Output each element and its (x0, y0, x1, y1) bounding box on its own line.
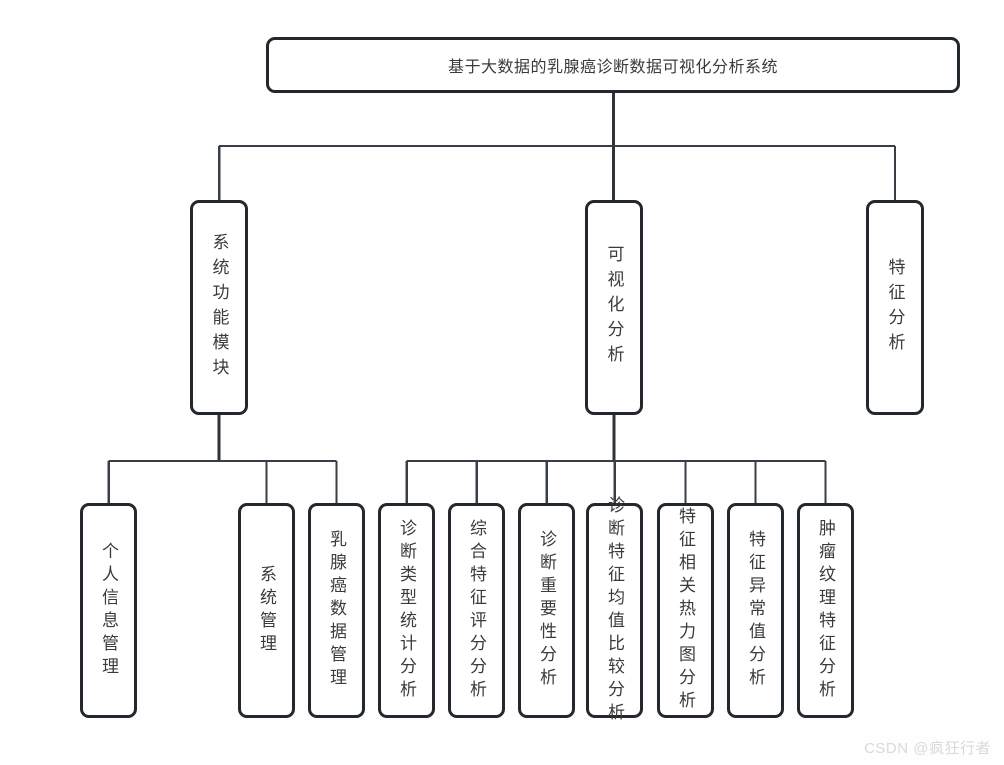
leaf-node-label: 特征相关热力图分析 (676, 507, 695, 714)
leaf-node-diagnosis-importance: 诊断重要性分析 (518, 503, 575, 718)
leaf-node-diagnosis-feature-mean-comparison: 诊断特征均值比较分析 (586, 496, 643, 726)
leaf-node-comprehensive-feature-score: 综合特征评分分析 (448, 503, 505, 718)
leaf-node-system-management: 系统管理 (238, 503, 295, 718)
branch-node-label: 系统功能模块 (209, 232, 229, 383)
leaf-node-label: 乳腺癌数据管理 (327, 530, 346, 691)
branch-node-label: 特征分析 (885, 257, 905, 358)
branch-node-system-function-module: 系统功能模块 (190, 200, 248, 415)
branch-node-feature-analysis: 特征分析 (866, 200, 924, 415)
branch-node-visualization-analysis: 可视化分析 (585, 200, 643, 415)
root-node-label: 基于大数据的乳腺癌诊断数据可视化分析系统 (447, 59, 778, 76)
leaf-node-label: 特征异常值分析 (746, 530, 765, 691)
csdn-watermark: CSDN @疯狂行者 (864, 740, 991, 757)
leaf-node-label: 系统管理 (257, 564, 276, 657)
leaf-node-label: 个人信息管理 (99, 541, 118, 680)
branch-node-label: 可视化分析 (604, 245, 624, 370)
leaf-node-tumor-texture-feature: 肿瘤纹理特征分析 (797, 503, 854, 718)
leaf-node-label: 肿瘤纹理特征分析 (816, 518, 835, 703)
leaf-node-label: 综合特征评分分析 (467, 518, 486, 703)
leaf-node-feature-correlation-heatmap: 特征相关热力图分析 (657, 503, 714, 718)
leaf-node-diagnosis-type-statistics: 诊断类型统计分析 (378, 503, 435, 718)
leaf-node-personal-info-management: 个人信息管理 (80, 503, 137, 718)
leaf-node-label: 诊断重要性分析 (537, 530, 556, 691)
leaf-node-label: 诊断类型统计分析 (397, 518, 416, 703)
leaf-node-breast-cancer-data-management: 乳腺癌数据管理 (308, 503, 365, 718)
leaf-node-label: 诊断特征均值比较分析 (605, 495, 624, 726)
root-node-system-title: 基于大数据的乳腺癌诊断数据可视化分析系统 (266, 37, 960, 93)
leaf-node-feature-outlier-analysis: 特征异常值分析 (727, 503, 784, 718)
